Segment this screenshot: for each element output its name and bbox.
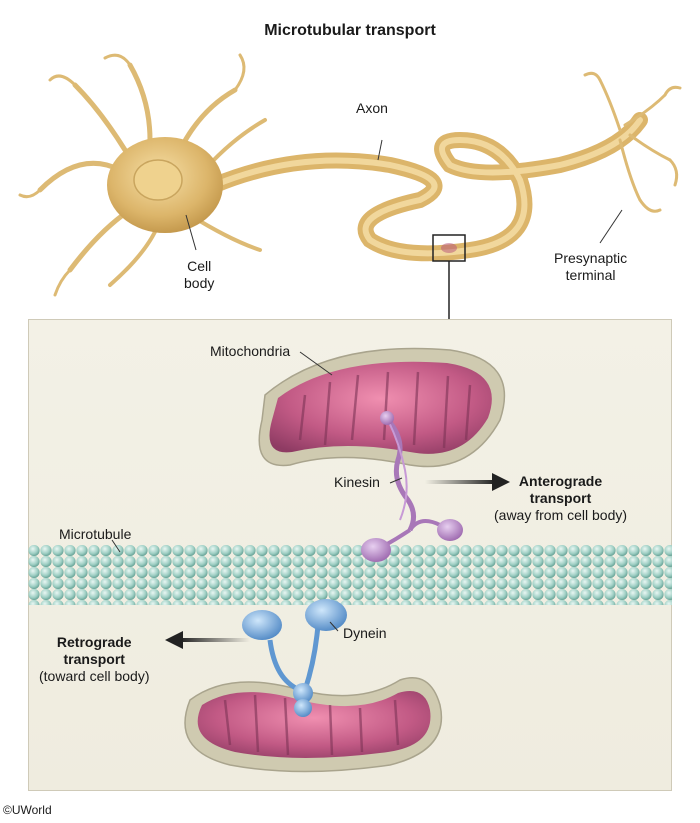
axon-label: Axon	[356, 100, 388, 116]
microtubule-label: Microtubule	[59, 526, 132, 542]
anterograde-line2: transport	[529, 490, 592, 506]
anterograde-line3: (away from cell body)	[494, 507, 628, 523]
neuron-illustration	[18, 53, 682, 319]
dendrites	[18, 53, 267, 297]
mitochondria-label: Mitochondria	[210, 343, 291, 359]
mitochondrion-bottom	[184, 677, 443, 773]
anterograde-arrow	[425, 473, 510, 491]
microtubule-leader	[111, 539, 121, 553]
axon-leader	[377, 139, 383, 161]
retrograde-line1: Retrograde	[56, 634, 132, 650]
mitochondria-leader	[299, 351, 333, 376]
retrograde-line3: (toward cell body)	[39, 668, 150, 684]
cell-body-label: Cell body	[184, 258, 214, 292]
kinesin-label: Kinesin	[334, 474, 380, 490]
cell-body-label-line2: body	[184, 275, 215, 291]
retrograde-arrow	[165, 631, 250, 649]
presynaptic-label: Presynaptic terminal	[554, 250, 627, 284]
retrograde-label: Retrograde transport (toward cell body)	[39, 634, 150, 685]
diagram-title: Microtubular transport	[264, 22, 436, 39]
presynaptic-label-line2: terminal	[565, 267, 616, 283]
retrograde-line2: transport	[63, 651, 125, 667]
presynaptic-leader	[599, 209, 623, 244]
cell-body-label-line1: Cell	[187, 258, 212, 274]
kinesin-leader	[389, 477, 403, 484]
anterograde-label: Anterograde transport (away from cell bo…	[494, 473, 627, 524]
dynein-label: Dynein	[343, 625, 387, 641]
copyright-notice: ©UWorld	[3, 803, 52, 817]
dynein-motor	[242, 599, 347, 717]
microtubule	[28, 545, 672, 605]
presynaptic-terminal	[583, 71, 682, 213]
cell-body-leader	[185, 214, 197, 251]
mitochondrion-top	[258, 347, 506, 468]
nucleus	[133, 159, 183, 201]
anterograde-line1: Anterograde	[518, 473, 603, 489]
presynaptic-label-line1: Presynaptic	[554, 250, 628, 266]
dynein-leader	[329, 621, 339, 632]
